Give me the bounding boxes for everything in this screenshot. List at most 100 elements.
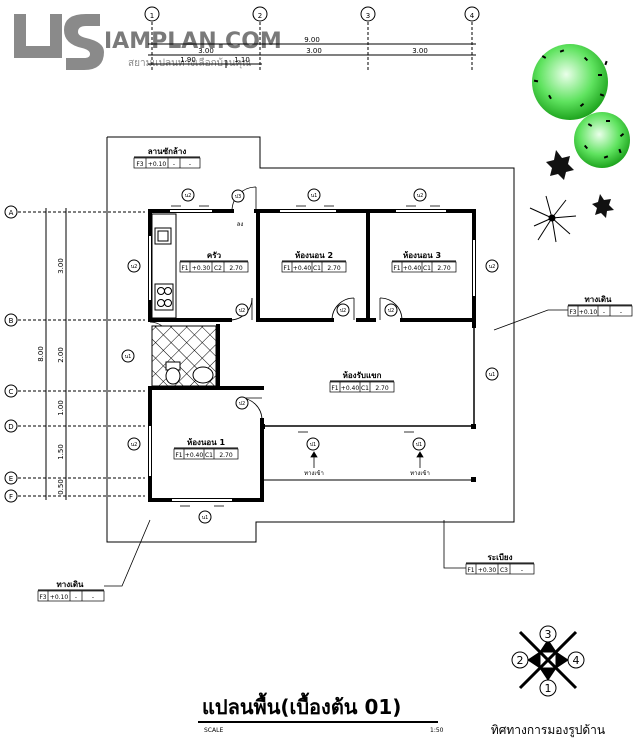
- scale-label: SCALE: [204, 727, 223, 734]
- opening-tags: น2 น1 น2 น2 น2 ป2 ป2 ป2 น1 น1 ป2 น2 น1 ป…: [121, 188, 499, 524]
- tag-d2-bed2: ป2: [340, 308, 346, 314]
- dim-total-horizontal: 9.00: [304, 36, 320, 44]
- dim-vspan-3: 1.00: [57, 400, 65, 416]
- dim-span-2: 3.00: [306, 47, 322, 55]
- walk-right-h: -: [620, 309, 622, 316]
- dim-sub-span-1: 1.90: [180, 56, 196, 64]
- grid-row-F: F: [9, 493, 13, 501]
- dim-vspan-1: 3.00: [57, 258, 65, 274]
- room-name-bedroom-3: ห้องนอน 3: [403, 250, 441, 260]
- tag-d2-bed1: ป2: [239, 401, 245, 407]
- tag-w2-top-left: น2: [185, 193, 192, 199]
- living-h: 2.70: [375, 385, 389, 392]
- walk-right-level: +0.10: [579, 309, 598, 316]
- grid-row-C: C: [9, 388, 14, 396]
- logo: IAMPLAN.COM สยามแปลนทางเลือกบ้านคุณ: [14, 14, 282, 70]
- terrace-level: +0.30: [478, 567, 497, 574]
- bed3-level: +0.40: [403, 265, 422, 272]
- walk-right-f: F3: [569, 309, 576, 316]
- entry-label-right: ทางเข้า: [410, 470, 430, 477]
- grid-col-3: 3: [366, 12, 370, 20]
- grid-row-D: D: [8, 423, 13, 431]
- tag-w1-top: น1: [311, 193, 318, 199]
- terrace-c: C3: [500, 567, 508, 574]
- bed3-f: F1: [393, 265, 400, 272]
- bed2-level: +0.40: [293, 265, 312, 272]
- laundry-level: +0.10: [148, 161, 167, 168]
- grid-row-B: B: [9, 317, 14, 325]
- site-boundary: [106, 136, 515, 543]
- terrace-f: F1: [467, 567, 474, 574]
- bed1-c: C1: [205, 452, 213, 459]
- tree-medium-icon: [574, 112, 630, 168]
- terrace-h: -: [521, 567, 523, 574]
- compass-label-4: 4: [573, 654, 580, 667]
- tag-d1-left: ป1: [310, 442, 316, 448]
- bed1-f: F1: [175, 452, 182, 459]
- compass-label-1: 1: [545, 682, 552, 695]
- tree-large-icon: [532, 44, 608, 120]
- living-c: C1: [361, 385, 369, 392]
- walk-left-level: +0.10: [50, 594, 69, 601]
- dim-sub-span-2: 1.10: [234, 56, 250, 64]
- tag-d1-right: ป1: [416, 442, 422, 448]
- compass-label-2: 2: [517, 654, 524, 667]
- kitchen-level: +0.30: [192, 265, 211, 272]
- dim-vspan-5: 0.50: [57, 479, 65, 495]
- laundry-f: F3: [136, 161, 143, 168]
- grid-col-2: 2: [258, 12, 262, 20]
- living-level: +0.40: [341, 385, 360, 392]
- laundry-c: -: [173, 161, 175, 168]
- windows: [149, 210, 475, 501]
- compass-label-3: 3: [545, 628, 552, 641]
- bed2-h: 2.70: [327, 265, 341, 272]
- dim-vspan-4: 1.50: [57, 444, 65, 460]
- dim-total-vertical: 8.00: [37, 346, 45, 362]
- room-name-bedroom-1: ห้องนอน 1: [187, 437, 226, 447]
- grid-row-E: E: [9, 475, 13, 483]
- room-name-kitchen: ครัว: [207, 251, 222, 260]
- terrace-columns: [260, 424, 476, 482]
- tag-w2-bed3: น2: [489, 264, 496, 270]
- grid-row-A: A: [9, 209, 14, 217]
- dim-span-1: 3.00: [198, 47, 214, 55]
- palm-icon: [529, 195, 577, 243]
- top-grid-axes: [144, 6, 480, 70]
- drawing-title: แปลนพื้น(เบื้องต้น 01) SCALE 1:50: [198, 692, 444, 734]
- room-name-walkway-left: ทางเดิน: [56, 580, 84, 589]
- bed3-c: C1: [423, 265, 431, 272]
- kitchen-counter: [151, 213, 177, 319]
- tag-d2-kitchen: ป2: [239, 308, 245, 314]
- bed2-f: F1: [283, 265, 290, 272]
- walk-left-c: -: [75, 594, 77, 601]
- room-name-terrace: ระเบียง: [488, 552, 513, 562]
- bed2-c: C1: [313, 265, 321, 272]
- room-name-bedroom-2: ห้องนอน 2: [295, 250, 333, 260]
- stair-down-label: ลง: [237, 221, 244, 228]
- laundry-h: -: [189, 161, 191, 168]
- scale-value: 1:50: [430, 727, 444, 734]
- kitchen-h: 2.70: [229, 265, 243, 272]
- kitchen-f: F1: [181, 265, 188, 272]
- tag-d3-kitchen: ป3: [235, 194, 241, 200]
- bed1-level: +0.40: [185, 452, 204, 459]
- bed3-h: 2.70: [437, 265, 451, 272]
- walk-left-f: F3: [39, 594, 46, 601]
- room-name-walkway-right: ทางเดิน: [584, 295, 612, 304]
- logo-subtitle: สยามแปลนทางเลือกบ้านคุณ: [128, 57, 251, 69]
- logo-text: IAMPLAN.COM: [104, 29, 282, 54]
- shrub-icon: [546, 150, 614, 218]
- tag-w2-kitchen: น2: [131, 264, 138, 270]
- tag-w4-bath: น1: [125, 354, 132, 360]
- title-text: แปลนพื้น(เบื้องต้น 01): [202, 692, 401, 719]
- walk-right-c: -: [603, 309, 605, 316]
- kitchen-c: C2: [214, 265, 222, 272]
- tag-d2-bed3: ป2: [388, 308, 394, 314]
- tag-w1-bed1: น1: [202, 515, 209, 521]
- bathroom-fixtures: [165, 361, 214, 385]
- dim-span-3: 3.00: [412, 47, 428, 55]
- room-name-laundry: ลานซักล้าง: [148, 146, 187, 156]
- room-name-living: ห้องรับแขก: [343, 370, 382, 380]
- elevation-direction-symbol: [511, 625, 585, 697]
- bed1-h: 2.70: [219, 452, 233, 459]
